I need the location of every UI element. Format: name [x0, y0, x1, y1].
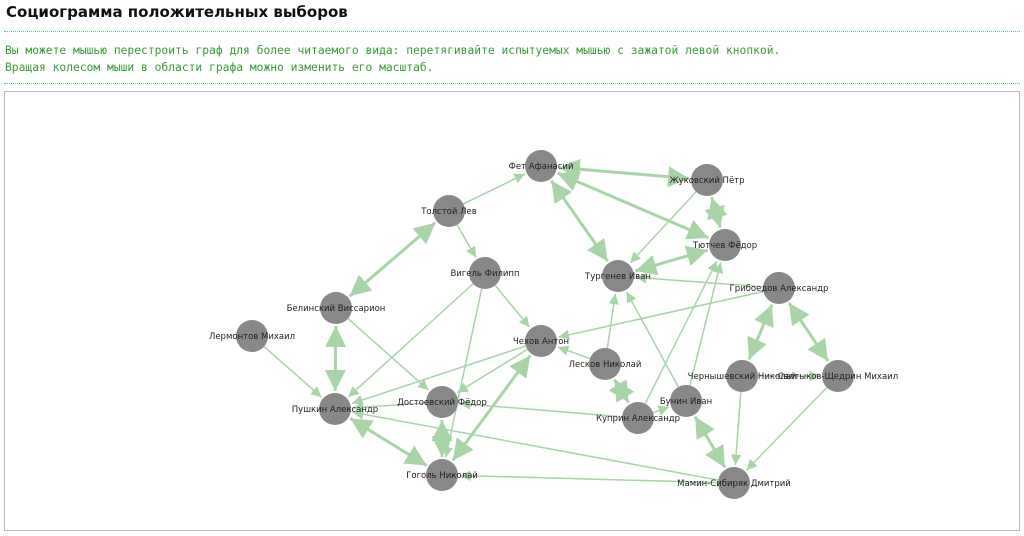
node-circle[interactable] — [589, 348, 621, 380]
choice-edge — [442, 288, 483, 458]
node-label: Салтыков-Щедрин Михаил — [778, 372, 898, 382]
graph-node[interactable]: Салтыков-Щедрин Михаил — [778, 360, 898, 392]
node-circle[interactable] — [670, 385, 702, 417]
node-circle[interactable] — [426, 386, 458, 418]
node-label: Жуковский Пётр — [669, 176, 744, 186]
mutual-choice-edge — [608, 378, 635, 404]
instruction-line-2: Вращая колесом мыши в области графа можн… — [5, 61, 434, 74]
node-circle[interactable] — [709, 229, 741, 261]
mutual-choice-edge — [693, 415, 727, 469]
node-label: Куприн Александр — [596, 414, 680, 424]
mutual-choice-edge — [451, 354, 532, 462]
graph-node[interactable]: Чернышевский Николай — [688, 360, 797, 392]
node-circle[interactable] — [718, 467, 750, 499]
mutual-choice-edge — [556, 171, 710, 240]
node-label: Тургенев Иван — [584, 272, 651, 282]
instruction-line-1: Вы можете мышью перестроить граф для бол… — [5, 44, 781, 57]
mutual-choice-edge — [704, 196, 728, 229]
choice-edge — [463, 173, 526, 205]
node-label: Толстой Лев — [420, 207, 477, 217]
node-label: Чехов Антон — [513, 337, 569, 347]
node-label: Грибоедов Александр — [730, 284, 829, 294]
node-circle[interactable] — [469, 257, 501, 289]
node-label: Лермонтов Михаил — [209, 332, 295, 342]
choice-edge — [347, 318, 430, 391]
node-label: Лесков Николай — [569, 360, 642, 370]
choice-edge — [459, 399, 623, 418]
graph-node[interactable]: Гоголь Николай — [406, 459, 478, 491]
node-label: Мамин-Сибиряк Дмитрий — [677, 479, 791, 489]
node-circle[interactable] — [525, 325, 557, 357]
graph-node[interactable]: Фет Афанасий — [509, 150, 574, 182]
node-circle[interactable] — [602, 260, 634, 292]
choice-edge — [352, 401, 427, 413]
node-label: Чернышевский Николай — [688, 372, 797, 382]
graph-node[interactable]: Жуковский Пётр — [669, 164, 745, 196]
choice-edge — [625, 291, 680, 388]
divider — [4, 83, 1020, 84]
graph-node[interactable]: Чехов Антон — [513, 325, 569, 357]
choice-edge — [746, 386, 828, 471]
graph-node[interactable]: Куприн Александр — [596, 402, 680, 434]
graph-node[interactable]: Тютчев Фёдор — [692, 229, 757, 261]
node-label: Достоевский Фёдор — [397, 398, 486, 408]
node-circle[interactable] — [433, 195, 465, 227]
divider — [4, 31, 1020, 32]
mutual-choice-edge — [747, 304, 774, 360]
mutual-choice-edge — [550, 179, 609, 263]
node-label: Пушкин Александр — [292, 405, 378, 415]
graph-node[interactable]: Бунин Иван — [660, 385, 712, 417]
graph-node[interactable]: Лесков Николай — [569, 348, 642, 380]
node-label: Вигель Филипп — [450, 269, 519, 279]
graph-node[interactable]: Лермонтов Михаил — [209, 320, 295, 352]
node-circle[interactable] — [320, 292, 352, 324]
node-circle[interactable] — [726, 360, 758, 392]
node-label: Фет Афанасий — [509, 162, 574, 172]
graph-node[interactable]: Мамин-Сибиряк Дмитрий — [677, 467, 791, 499]
node-label: Бунин Иван — [660, 397, 712, 407]
node-label: Тютчев Фёдор — [692, 241, 757, 251]
graph-node[interactable]: Толстой Лев — [420, 195, 477, 227]
node-circle[interactable] — [319, 393, 351, 425]
node-label: Гоголь Николай — [406, 471, 478, 481]
mutual-choice-edge — [349, 417, 428, 467]
choice-edge — [494, 284, 531, 328]
instructions: Вы можете мышью перестроить граф для бол… — [5, 42, 780, 76]
choice-edge — [456, 224, 477, 258]
choice-edge — [558, 290, 764, 340]
graph-node[interactable]: Тургенев Иван — [584, 260, 651, 292]
node-circle[interactable] — [622, 402, 654, 434]
node-circle[interactable] — [236, 320, 268, 352]
choice-edge — [263, 346, 322, 398]
node-circle[interactable] — [691, 164, 723, 196]
choice-edge — [635, 272, 764, 288]
graph-node[interactable]: Белинский Виссарион — [287, 292, 386, 324]
graph-node[interactable]: Достоевский Фёдор — [397, 386, 487, 418]
choice-edge — [730, 391, 742, 466]
node-circle[interactable] — [426, 459, 458, 491]
choice-edge — [606, 293, 620, 349]
choice-edge — [459, 470, 719, 484]
graph-node[interactable]: Вигель Филипп — [450, 257, 520, 289]
choice-edge — [557, 345, 591, 360]
mutual-choice-edge — [634, 245, 709, 276]
graph-node[interactable]: Грибоедов Александр — [730, 272, 829, 304]
node-label: Белинский Виссарион — [287, 304, 386, 314]
choice-edge — [644, 260, 718, 405]
choice-edge — [347, 283, 474, 398]
graph-node[interactable]: Пушкин Александр — [292, 393, 378, 425]
choice-edge — [652, 405, 670, 416]
node-circle[interactable] — [525, 150, 557, 182]
page-title: Социограмма положительных выборов — [6, 3, 348, 21]
mutual-choice-edge — [787, 302, 830, 362]
mutual-choice-edge — [348, 221, 437, 298]
choice-edge — [689, 262, 724, 386]
node-circle[interactable] — [763, 272, 795, 304]
node-circle[interactable] — [822, 360, 854, 392]
mutual-choice-edge — [324, 325, 347, 392]
